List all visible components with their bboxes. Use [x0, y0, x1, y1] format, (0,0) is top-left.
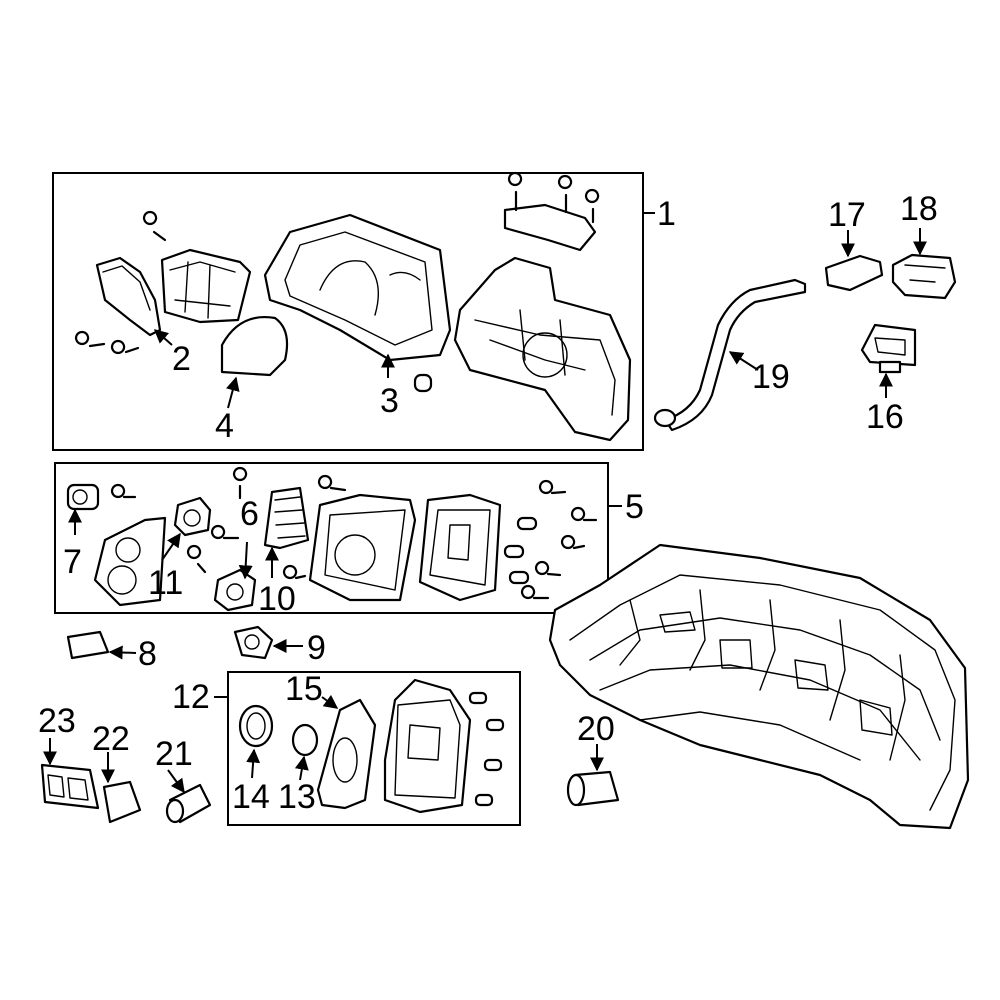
group-1-screws: [74, 210, 167, 355]
part-19-hose: [653, 278, 807, 432]
group-5-panel-front: [308, 493, 417, 602]
callout-12: 12: [172, 678, 210, 716]
callout-11: 11: [148, 564, 183, 602]
group-5-frame: [54, 462, 609, 614]
part-7-knob: [66, 483, 100, 511]
callout-1: 1: [657, 195, 676, 233]
part-15-bezel: [316, 698, 377, 810]
group-1-frame: [52, 172, 644, 451]
part-4-cover-lens: [220, 316, 289, 377]
part-6-switch-unit: [263, 486, 310, 550]
callout-19: 19: [752, 358, 790, 396]
group-12-frame: [227, 671, 521, 826]
callout-22: 22: [92, 720, 130, 758]
part-18-switch: [891, 253, 957, 300]
part-20-cylinder: [566, 770, 620, 807]
part-17-connector: [824, 254, 884, 292]
callout-4: 4: [215, 407, 234, 445]
part-23-switch-panel: [40, 763, 100, 810]
callout-10: 10: [258, 580, 296, 618]
callout-9: 9: [307, 629, 326, 667]
callout-2: 2: [172, 340, 191, 378]
part-11-switch: [173, 496, 212, 537]
callout-5: 5: [625, 488, 644, 526]
part-8-switch: [66, 630, 110, 660]
part-21-socket: [165, 783, 212, 824]
callout-18: 18: [900, 190, 938, 228]
callout-7: 7: [63, 543, 82, 581]
group-5-fasteners: [110, 466, 598, 600]
dashboard-panel: [548, 543, 970, 830]
callout-21: 21: [155, 735, 193, 773]
part-22-switch: [102, 780, 142, 824]
part-9-switch: [233, 625, 274, 660]
part-3-meter-housing: [263, 213, 452, 393]
callout-6: 6: [240, 495, 259, 533]
part-10-sensor: [213, 568, 257, 612]
callout-13: 13: [278, 778, 316, 816]
callout-15: 15: [285, 670, 323, 708]
group-5-bezel-left: [93, 516, 167, 607]
callout-20: 20: [577, 710, 615, 748]
part-16-switch: [860, 323, 917, 374]
callout-14: 14: [232, 778, 270, 816]
callout-8: 8: [138, 635, 157, 673]
group-5-panel-rear: [418, 493, 502, 602]
callout-16: 16: [866, 398, 904, 436]
part-13-dial: [291, 723, 319, 757]
callout-23: 23: [38, 702, 76, 740]
group-12-panel: [383, 678, 505, 814]
callout-17: 17: [828, 196, 866, 234]
callout-3: 3: [380, 382, 399, 420]
part-14-ring: [238, 704, 274, 748]
part-1-meter-assembly: [453, 171, 632, 442]
part-2-meter-lens: [95, 248, 252, 337]
